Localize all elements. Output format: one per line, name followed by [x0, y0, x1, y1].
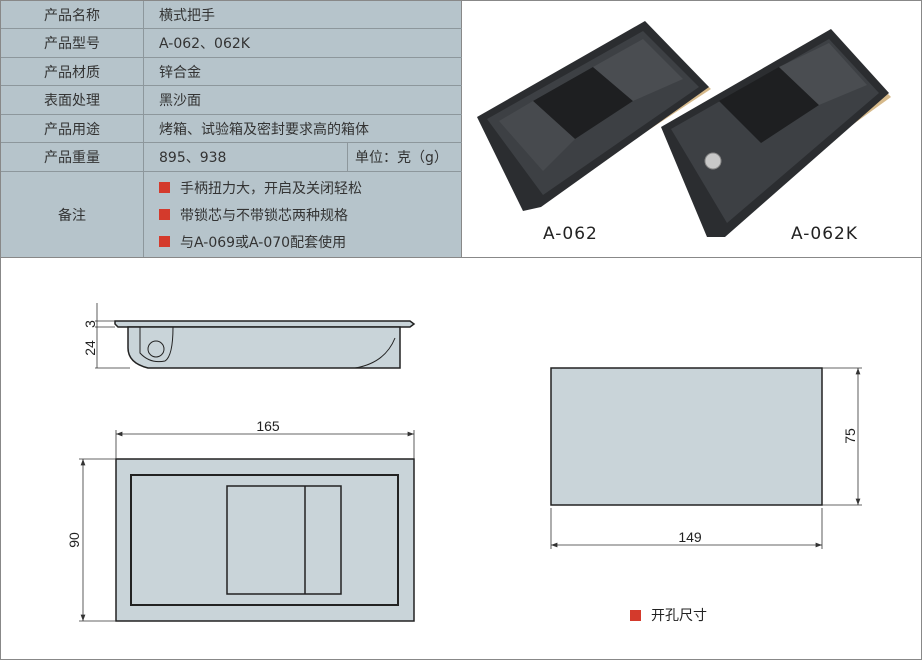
dim-90: 90 — [66, 532, 82, 548]
side-view — [114, 320, 416, 369]
cutout-shape — [550, 367, 823, 506]
spec-row-usage: 产品用途烤箱、试验箱及密封要求高的箱体 — [1, 115, 462, 143]
row-label: 备注 — [1, 172, 144, 257]
product-photo: A-062 A-062K — [463, 1, 921, 257]
note-text: 手柄扭力大，开启及关闭轻松 — [180, 180, 362, 197]
dim-149: 149 — [678, 529, 702, 545]
product-photo-image — [477, 21, 891, 237]
bullet-square-icon — [159, 209, 170, 220]
divider — [0, 257, 922, 258]
weight-unit: 单位：克（g） — [347, 143, 462, 171]
spec-row-name: 产品名称横式把手 — [1, 1, 462, 29]
lock-cylinder-icon — [704, 152, 722, 170]
row-value: 锌合金 — [159, 64, 201, 81]
caption-a062: A-062 — [543, 224, 598, 244]
dim-75: 75 — [842, 428, 858, 444]
row-value: 黑沙面 — [159, 93, 201, 109]
dim-165: 165 — [256, 418, 280, 434]
bullet-square-icon — [159, 182, 170, 193]
note-item: 手柄扭力大，开启及关闭轻松 — [159, 178, 462, 198]
side-dimensions — [95, 303, 130, 369]
note-item: 带锁芯与不带锁芯两种规格 — [159, 205, 462, 225]
note-text: 与A-069或A-070配套使用 — [180, 234, 347, 251]
technical-drawing: 3 24 165 90 149 75 — [66, 303, 862, 622]
cutout-dimensions — [550, 367, 862, 549]
legend-square-icon — [630, 609, 641, 621]
row-label: 产品材质 — [1, 58, 144, 85]
row-value: 烤箱、试验箱及密封要求高的箱体 — [159, 121, 369, 138]
spec-row-material: 产品材质锌合金 — [1, 58, 462, 86]
note-item: 与A-069或A-070配套使用 — [159, 232, 462, 252]
row-label: 产品用途 — [1, 115, 144, 142]
top-view — [115, 458, 415, 622]
row-value: 895、938 — [159, 150, 227, 166]
row-label: 产品名称 — [1, 1, 144, 28]
caption-a062k: A-062K — [791, 224, 858, 244]
row-label: 产品型号 — [1, 29, 144, 57]
legend-text: 开孔尺寸 — [651, 608, 707, 624]
row-value: A-062、062K — [159, 36, 250, 52]
handle-a062k-image — [661, 29, 891, 237]
row-label: 表面处理 — [1, 86, 144, 114]
note-text: 带锁芯与不带锁芯两种规格 — [180, 207, 348, 224]
handle-a062-image — [477, 21, 711, 211]
dim-3: 3 — [82, 320, 98, 328]
cutout-legend: 开孔尺寸 — [630, 605, 707, 625]
spec-row-notes: 备注 手柄扭力大，开启及关闭轻松 带锁芯与不带锁芯两种规格 与A-069或A-0… — [1, 172, 462, 257]
spec-row-finish: 表面处理黑沙面 — [1, 86, 462, 115]
row-value: 横式把手 — [159, 7, 215, 24]
row-label: 产品重量 — [1, 143, 144, 171]
bullet-square-icon — [159, 236, 170, 247]
spec-row-model: 产品型号 A-062、062K — [1, 29, 462, 58]
top-dimensions — [79, 430, 415, 622]
dim-24: 24 — [82, 340, 98, 356]
spec-row-weight: 产品重量 895、938 单位：克（g） — [1, 143, 462, 172]
